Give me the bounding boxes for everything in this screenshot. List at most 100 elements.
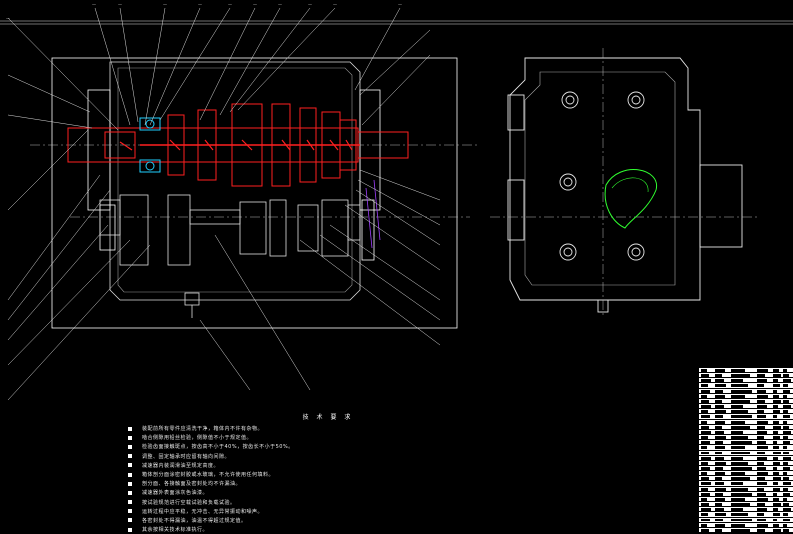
bom-cell bbox=[715, 446, 726, 450]
bom-cell bbox=[731, 482, 744, 486]
bom-cell bbox=[783, 436, 789, 439]
bom-cell bbox=[773, 415, 778, 419]
bom-cell bbox=[757, 497, 769, 501]
bom-cell bbox=[773, 446, 779, 450]
note-bullet bbox=[128, 509, 132, 514]
bom-cell bbox=[731, 446, 746, 450]
note-bullet bbox=[128, 527, 132, 532]
bom-cell bbox=[783, 410, 789, 414]
note-item: 调整、固定轴承时应留有轴向间隙。 bbox=[128, 452, 528, 461]
bom-cell bbox=[715, 420, 726, 424]
bom-cell bbox=[731, 518, 752, 522]
bom-cell bbox=[773, 394, 779, 398]
bom-cell bbox=[757, 518, 766, 522]
bom-cell bbox=[773, 399, 781, 403]
bom-row bbox=[699, 372, 793, 374]
bom-cell bbox=[757, 410, 764, 414]
bom-cell bbox=[757, 472, 769, 476]
note-text: 箱体剖分面涂密封胶或水玻璃，不允许使用任何填料。 bbox=[142, 472, 275, 479]
bom-cell bbox=[715, 389, 723, 393]
bom-cell bbox=[757, 379, 768, 383]
cam-profile bbox=[604, 169, 657, 229]
bom-cell bbox=[757, 487, 764, 491]
bom-cell bbox=[701, 441, 710, 445]
bom-cell bbox=[715, 451, 722, 455]
note-item: 各密封处不得漏油，油温不得超过规定值。 bbox=[128, 516, 528, 525]
bom-cell bbox=[783, 497, 788, 501]
bom-cell bbox=[757, 415, 766, 419]
bom-cell bbox=[783, 472, 788, 476]
bom-row bbox=[699, 511, 793, 513]
bom-cell bbox=[783, 492, 790, 496]
bom-cell bbox=[715, 497, 726, 501]
bom-cell bbox=[701, 451, 709, 455]
note-text: 剖分面、各接触面及密封处均不许漏油。 bbox=[142, 481, 242, 488]
note-bullet bbox=[128, 500, 132, 505]
bom-cell bbox=[715, 466, 723, 470]
note-bullet bbox=[128, 463, 132, 468]
bom-cell bbox=[731, 369, 746, 372]
bom-row bbox=[699, 403, 793, 405]
bom-row bbox=[699, 464, 793, 466]
bom-cell bbox=[731, 466, 752, 470]
bom-cell bbox=[783, 384, 789, 388]
bom-cell bbox=[715, 384, 727, 388]
bom-cell bbox=[757, 389, 766, 393]
bom-cell bbox=[731, 394, 746, 398]
bom-row bbox=[699, 434, 793, 436]
bom-cell bbox=[773, 487, 780, 491]
bearing-input bbox=[139, 117, 161, 173]
bom-cell bbox=[701, 410, 708, 414]
bom-cell bbox=[731, 528, 750, 532]
front-view-housing bbox=[87, 61, 381, 301]
bom-cell bbox=[701, 369, 707, 372]
bom-row bbox=[699, 470, 793, 472]
bom-cell bbox=[715, 487, 727, 491]
bom-row bbox=[699, 444, 793, 446]
bom-cell bbox=[783, 430, 791, 434]
bom-cell bbox=[757, 369, 769, 372]
bom-cell bbox=[773, 528, 781, 532]
bom-row bbox=[699, 495, 793, 497]
bom-cell bbox=[701, 477, 709, 481]
bom-cell bbox=[715, 513, 727, 517]
bom-cell bbox=[757, 405, 768, 409]
bom-cell bbox=[757, 482, 768, 486]
bom-cell bbox=[783, 482, 791, 486]
bom-cell bbox=[783, 518, 790, 522]
bom-cell bbox=[715, 503, 722, 507]
note-text: 检验齿面接触斑点，按齿高不小于40%，按齿长不小于50%。 bbox=[142, 444, 294, 451]
bom-cell bbox=[783, 461, 789, 465]
bom-cell bbox=[773, 405, 779, 409]
bom-cell bbox=[731, 461, 748, 465]
bom-cell bbox=[701, 482, 711, 486]
note-item: 啮合侧隙用铅丝检验，侧隙值不小于规定值。 bbox=[128, 433, 528, 442]
note-text: 啮合侧隙用铅丝检验，侧隙值不小于规定值。 bbox=[142, 435, 253, 442]
bom-cell bbox=[715, 394, 726, 398]
bom-cell bbox=[773, 430, 779, 434]
bom-cell bbox=[701, 466, 710, 470]
note-item: 减速器内装润滑油至规定高度。 bbox=[128, 461, 528, 470]
bom-cell bbox=[757, 492, 766, 496]
note-item: 减速器外表面涂灰色油漆。 bbox=[128, 488, 528, 497]
bom-row bbox=[699, 506, 793, 508]
svg-text:—: — bbox=[253, 2, 257, 7]
bom-cell bbox=[715, 482, 724, 486]
bom-cell bbox=[773, 441, 778, 445]
bom-row bbox=[699, 428, 793, 430]
bom-cell bbox=[773, 374, 781, 378]
bom-cell bbox=[757, 461, 764, 465]
bom-cell bbox=[757, 384, 764, 388]
bom-cell bbox=[757, 430, 768, 434]
bom-cell bbox=[783, 379, 791, 383]
notes-title: 技 术 要 求 bbox=[302, 414, 354, 421]
note-bullet bbox=[128, 518, 132, 523]
bom-cell bbox=[773, 384, 780, 388]
bom-cell bbox=[757, 374, 765, 378]
bom-cell bbox=[731, 410, 748, 414]
note-text: 调整、固定轴承时应留有轴向间隙。 bbox=[142, 453, 231, 460]
bom-cell bbox=[773, 508, 779, 512]
bom-cell bbox=[773, 513, 780, 517]
bom-cell bbox=[783, 394, 788, 398]
bom-cell bbox=[783, 456, 791, 460]
